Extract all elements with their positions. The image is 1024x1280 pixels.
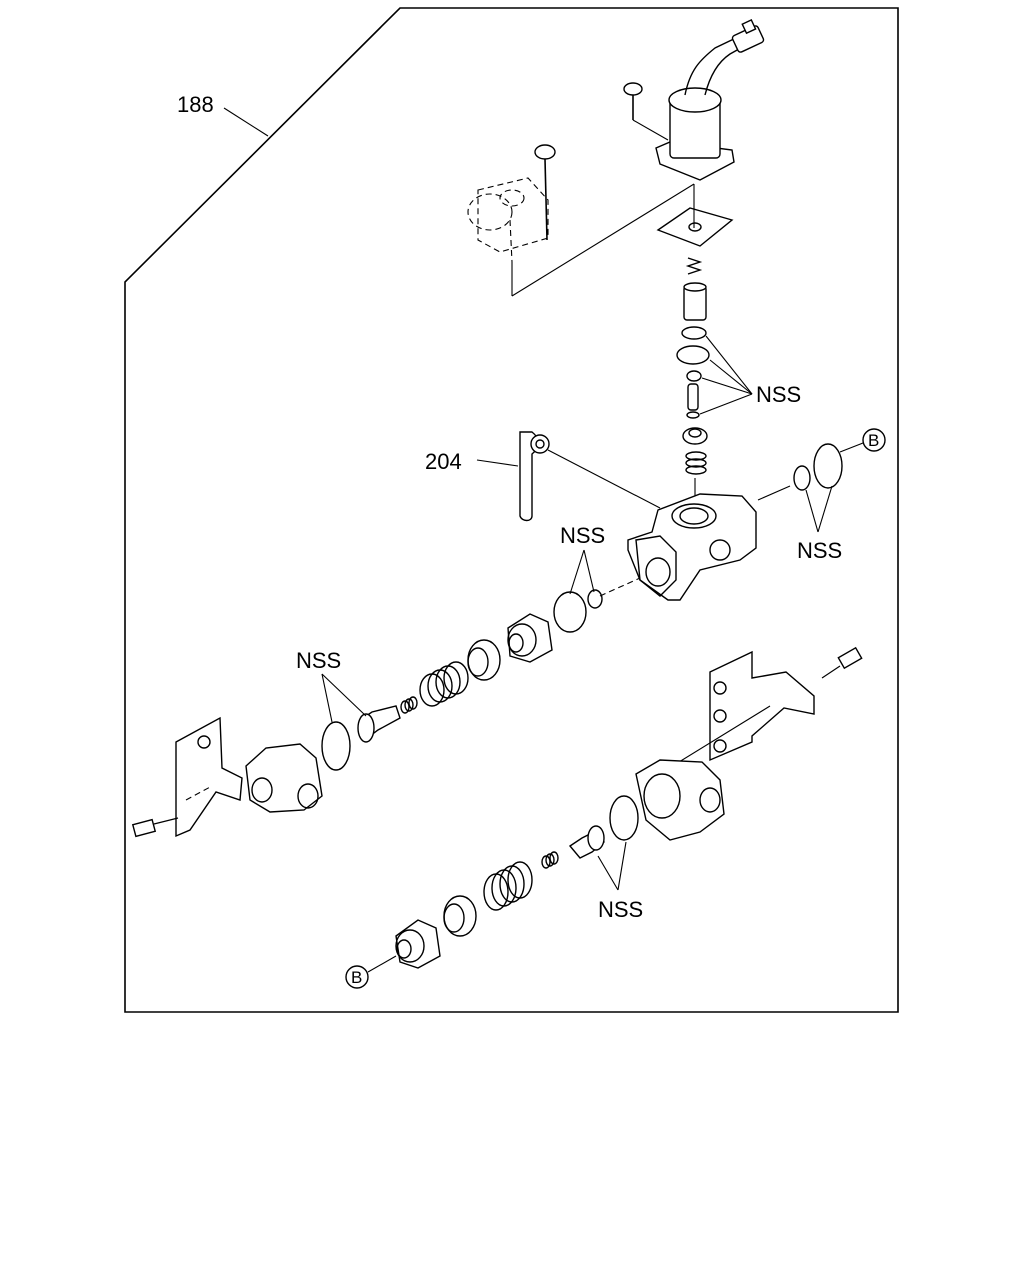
leaders-nss-left <box>321 673 367 723</box>
label-nss-upper: NSS <box>756 382 801 407</box>
left-spring-large <box>419 661 469 707</box>
left-housing <box>245 743 323 813</box>
leader-188 <box>223 107 269 137</box>
valve-seat <box>682 427 708 445</box>
small-washer <box>686 411 700 419</box>
right-spring-small <box>541 851 559 869</box>
leaders-nss-bottom <box>597 841 627 891</box>
label-nss-left: NSS <box>296 648 341 673</box>
left-piston <box>357 705 401 743</box>
left-bolt <box>131 817 179 838</box>
spring-middle <box>685 451 707 475</box>
right-cap <box>395 919 441 969</box>
valve-body <box>627 493 757 601</box>
label-nss-right: NSS <box>797 538 842 563</box>
o-ring-2 <box>676 345 710 365</box>
o-ring-1 <box>681 326 707 340</box>
label-nss-bottom: NSS <box>598 897 643 922</box>
right-bolt <box>821 646 863 679</box>
phantom-valve <box>467 144 556 263</box>
right-piston <box>568 825 605 859</box>
small-spring-top <box>685 257 703 275</box>
right-bracket <box>709 650 815 762</box>
left-o-ring <box>321 721 351 771</box>
ref-b-upper: B <box>868 431 879 450</box>
guide-right-bracket <box>665 705 771 771</box>
right-cup <box>443 895 477 937</box>
left-cap <box>507 613 553 663</box>
pin <box>687 383 699 411</box>
right-housing <box>635 759 725 841</box>
label-nss-middle: NSS <box>560 523 605 548</box>
o-ring-middle-small <box>587 589 603 609</box>
guide-body-left <box>599 577 641 597</box>
coil-screw <box>623 82 669 141</box>
solenoid-coil <box>655 19 765 181</box>
leader-ref-b-lower <box>367 955 397 973</box>
guide-body-right <box>757 485 791 501</box>
assembly-frame <box>124 7 899 1013</box>
leaders-nss-upper <box>699 335 753 415</box>
left-spring-small <box>400 696 418 714</box>
guide-lever <box>547 449 661 509</box>
leaders-nss-middle <box>569 549 595 595</box>
plunger-tube <box>683 282 707 321</box>
lever-204 <box>519 431 550 522</box>
right-spring-large <box>483 861 533 911</box>
o-ring-right-small <box>793 465 811 491</box>
o-ring-right-large <box>813 443 843 489</box>
left-bracket <box>175 716 243 838</box>
label-204: 204 <box>425 449 462 474</box>
o-ring-3 <box>686 370 702 382</box>
label-188: 188 <box>177 92 214 117</box>
coil-gasket <box>656 207 734 247</box>
guide-line-2 <box>511 183 695 297</box>
ref-b-lower: B <box>351 968 362 987</box>
leaders-nss-right <box>805 485 833 533</box>
left-cup <box>467 639 501 681</box>
right-o-ring <box>609 795 639 841</box>
leader-204 <box>476 459 519 467</box>
o-ring-middle-large <box>553 591 587 633</box>
ref-b-upper-circle <box>862 428 886 452</box>
leader-ref-b-upper <box>839 442 864 453</box>
ref-b-lower-circle <box>345 965 369 989</box>
